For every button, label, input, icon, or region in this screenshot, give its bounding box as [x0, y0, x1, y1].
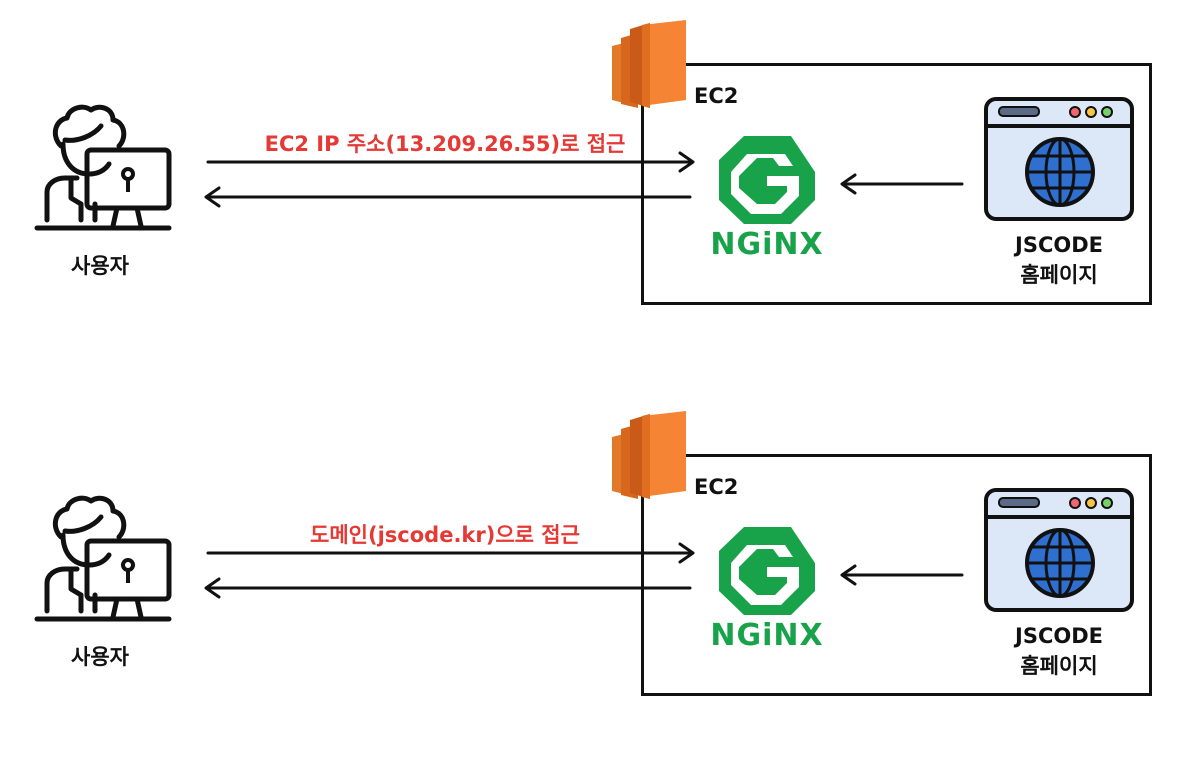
nginx-icon: NGiNX — [710, 527, 823, 651]
response-arrow — [204, 186, 692, 208]
diagram-panel-domain-access: EC2 사용자 도메인(jscode.kr)으로 접근 NGiNX — [0, 391, 1200, 765]
user-computer-icon — [34, 104, 172, 231]
app-label: JSCODE 홈페이지 — [980, 230, 1138, 290]
diagram-panel-ip-access: EC2 사용자 EC2 IP 주소(13.209.26.55)로 접근 NGiN… — [0, 0, 1200, 374]
ec2-label: EC2 — [694, 84, 739, 108]
request-response-arrows — [204, 151, 964, 208]
nginx-wordmark: NGiNX — [710, 618, 823, 651]
request-arrow — [206, 542, 695, 564]
app-label: JSCODE 홈페이지 — [980, 621, 1138, 681]
app-to-nginx-arrow — [840, 564, 964, 586]
request-response-arrows — [204, 542, 964, 599]
app-label-line2: 홈페이지 — [1020, 654, 1098, 678]
app-label-line1: JSCODE — [1015, 624, 1103, 648]
nginx-wordmark: NGiNX — [710, 227, 823, 260]
ec2-label: EC2 — [694, 475, 739, 499]
ec2-icon — [612, 20, 686, 108]
user-label: 사용자 — [71, 254, 129, 278]
request-label: EC2 IP 주소(13.209.26.55)로 접근 — [264, 132, 626, 156]
app-label-line1: JSCODE — [1015, 233, 1103, 257]
response-arrow — [204, 577, 692, 599]
request-arrow — [206, 151, 695, 173]
request-label: 도메인(jscode.kr)으로 접근 — [310, 523, 580, 547]
browser-globe-icon — [984, 488, 1134, 612]
app-label-line2: 홈페이지 — [1020, 263, 1098, 287]
user-label: 사용자 — [71, 645, 129, 669]
ec2-icon — [612, 411, 686, 499]
nginx-icon: NGiNX — [710, 136, 823, 260]
app-to-nginx-arrow — [840, 173, 964, 195]
browser-globe-icon — [984, 97, 1134, 221]
user-computer-icon — [34, 495, 172, 622]
